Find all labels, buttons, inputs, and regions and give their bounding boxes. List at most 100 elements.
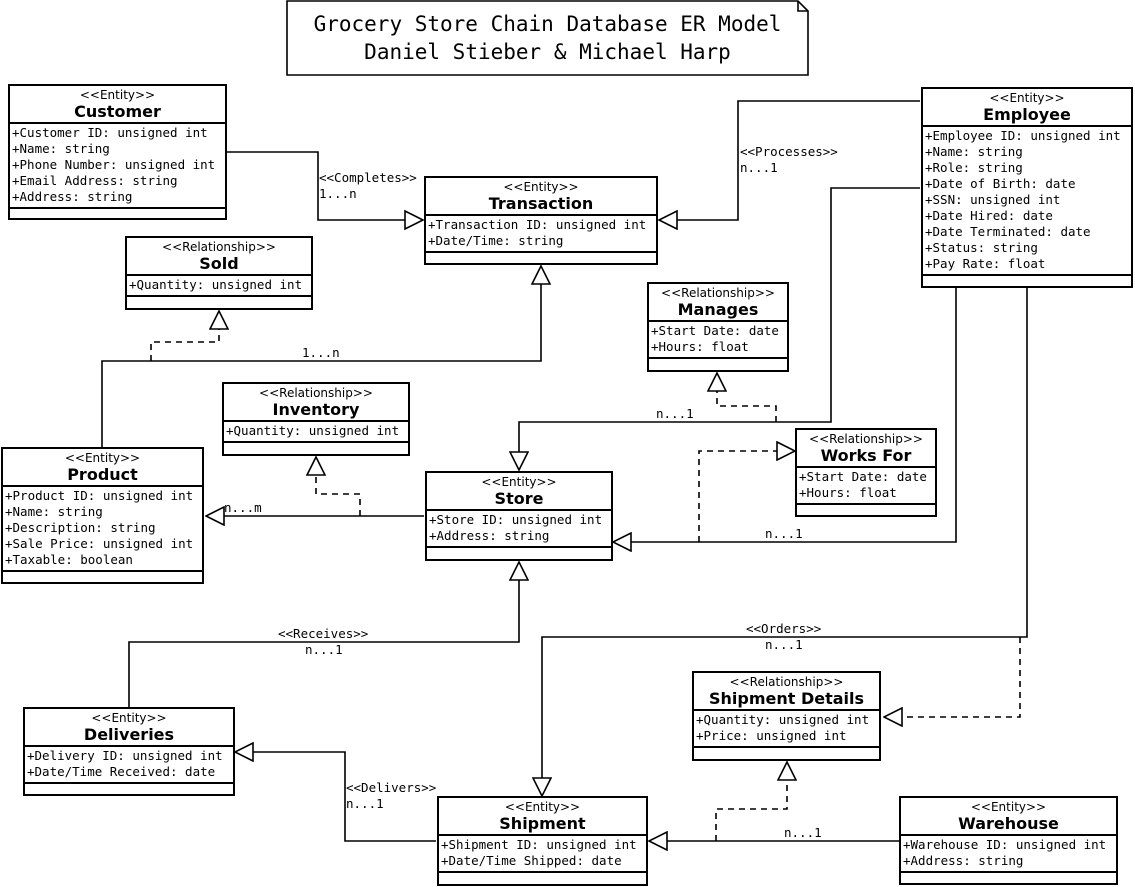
completes-connector (227, 151, 423, 220)
inventory-dashed-connector (316, 457, 361, 516)
attribute: +Name: string (12, 141, 110, 156)
stereotype: <<Entity>> (481, 475, 557, 489)
stereotype: <<Entity>> (504, 800, 581, 814)
relationship-shipment-details[interactable]: <<Relationship>>Shipment Details +Quanti… (692, 671, 881, 761)
relationship-name: Shipment Details (708, 689, 865, 708)
attribute: +Customer ID: unsigned int (12, 125, 208, 140)
attribute: +Quantity: unsigned int (226, 423, 400, 438)
operations-compartment (10, 207, 225, 214)
entity-name: Warehouse (958, 814, 1059, 833)
relationship-sold[interactable]: <<Relationship>>Sold +Quantity: unsigned… (125, 236, 313, 310)
delivers-connector (235, 752, 436, 842)
relationship-name: Manages (677, 300, 759, 319)
operations-compartment (439, 871, 646, 878)
entity-store[interactable]: <<Entity>>Store +Store ID: unsigned int … (425, 471, 613, 561)
stereotype: <<Relationship>> (729, 675, 844, 689)
operations-compartment (797, 503, 935, 510)
attribute: +Shipment ID: unsigned int (441, 837, 637, 852)
stereotype: <<Entity>> (989, 91, 1065, 105)
orders-multiplicity: n...1 (765, 637, 803, 652)
orders-connector (542, 288, 1028, 796)
stereotype: <<Entity>> (64, 451, 141, 465)
entity-name: Customer (74, 102, 161, 121)
stereotype: <<Entity>> (503, 180, 579, 194)
stereotype: <<Entity>> (970, 800, 1047, 814)
attribute: +SSN: unsigned int (925, 192, 1061, 207)
stereotype: <<Entity>> (91, 711, 167, 725)
attribute: +Hours: float (651, 339, 749, 354)
stereotype: <<Entity>> (79, 88, 156, 102)
operations-compartment (426, 251, 656, 258)
diagram-title-line1: Grocery Store Chain Database ER Model (313, 12, 782, 36)
relationship-manages[interactable]: <<Relationship>>Manages +Start Date: dat… (647, 282, 789, 372)
relationship-works-for[interactable]: <<Relationship>>Works For +Start Date: d… (795, 428, 937, 517)
operations-compartment (901, 871, 1116, 878)
attribute: +Taxable: boolean (5, 552, 133, 567)
attribute: +Status: string (925, 240, 1038, 255)
relationship-inventory[interactable]: <<Relationship>>Inventory +Quantity: uns… (222, 382, 410, 456)
entity-name: Employee (983, 105, 1071, 124)
attribute: +Transaction ID: unsigned int (428, 217, 647, 232)
attribute: +Start Date: date (651, 323, 779, 338)
stereotype: <<Relationship>> (162, 240, 276, 254)
operations-compartment (427, 546, 611, 553)
diagram-title-line2: Daniel Stieber & Michael Harp (364, 40, 731, 64)
diagram-title: Grocery Store Chain Database ER Model Da… (287, 10, 808, 66)
entity-customer[interactable]: <<Entity>>Customer +Customer ID: unsigne… (8, 84, 227, 220)
sold-multiplicity: 1...n (302, 345, 340, 360)
works-for-connector (613, 288, 957, 542)
entity-warehouse[interactable]: <<Entity>>Warehouse +Warehouse ID: unsig… (899, 796, 1118, 885)
entity-shipment[interactable]: <<Entity>>Shipment +Shipment ID: unsigne… (437, 796, 648, 886)
attribute: +Description: string (5, 520, 156, 535)
attribute: +Date Terminated: date (925, 224, 1091, 239)
attribute: +Date/Time: string (428, 233, 564, 248)
manages-multiplicity: n...1 (656, 406, 694, 421)
attribute: +Product ID: unsigned int (5, 488, 194, 503)
operations-compartment (224, 441, 408, 448)
works-for-multiplicity: n...1 (765, 526, 803, 541)
manages-connector (519, 187, 920, 470)
attribute: +Name: string (925, 144, 1023, 159)
shipment-details-dashed-connector (884, 637, 1021, 717)
attribute: +Quantity: unsigned int (129, 277, 303, 292)
attribute: +Name: string (5, 504, 103, 519)
entity-transaction[interactable]: <<Entity>>Transaction +Transaction ID: u… (424, 176, 658, 265)
attribute: +Address: string (429, 528, 550, 543)
operations-compartment (923, 274, 1131, 281)
entity-name: Deliveries (83, 725, 175, 744)
manages-dashed-connector (717, 373, 777, 422)
title-note-frame (286, 0, 809, 76)
attribute: +Sale Price: unsigned int (5, 536, 194, 551)
attribute: +Date/Time Shipped: date (441, 853, 622, 868)
warehouse-dashed-connector (715, 762, 787, 841)
attribute: +Address: string (12, 189, 133, 204)
entity-employee[interactable]: <<Entity>>Employee +Employee ID: unsigne… (921, 87, 1133, 288)
attribute: +Address: string (903, 853, 1024, 868)
entity-name: Product (67, 465, 138, 484)
stereotype: <<Relationship>> (661, 286, 775, 300)
attribute: +Employee ID: unsigned int (925, 128, 1121, 143)
attribute: +Store ID: unsigned int (429, 512, 603, 527)
delivers-label: <<Delivers>> (346, 780, 437, 795)
attribute: +Price: unsigned int (696, 728, 847, 743)
orders-label: <<Orders>> (746, 621, 822, 636)
product-transaction-connector (101, 266, 541, 447)
operations-compartment (694, 746, 879, 753)
attribute: +Date of Birth: date (925, 176, 1076, 191)
processes-connector (659, 100, 920, 220)
receives-connector (128, 562, 519, 707)
receives-multiplicity: n...1 (305, 642, 343, 657)
attribute: +Role: string (925, 160, 1023, 175)
attribute: +Pay Rate: float (925, 256, 1046, 271)
operations-compartment (127, 295, 311, 302)
inventory-multiplicity: n...m (224, 500, 262, 515)
entity-deliveries[interactable]: <<Entity>>Deliveries +Delivery ID: unsig… (23, 707, 235, 796)
completes-label: <<Completes>> (319, 170, 417, 185)
works-for-dashed-connector (698, 451, 795, 542)
attribute: +Quantity: unsigned int (696, 712, 870, 727)
entity-name: Transaction (488, 194, 594, 213)
entity-name: Shipment (499, 814, 586, 833)
entity-product[interactable]: <<Entity>>Product +Product ID: unsigned … (1, 447, 204, 584)
delivers-multiplicity: n...1 (346, 796, 384, 811)
